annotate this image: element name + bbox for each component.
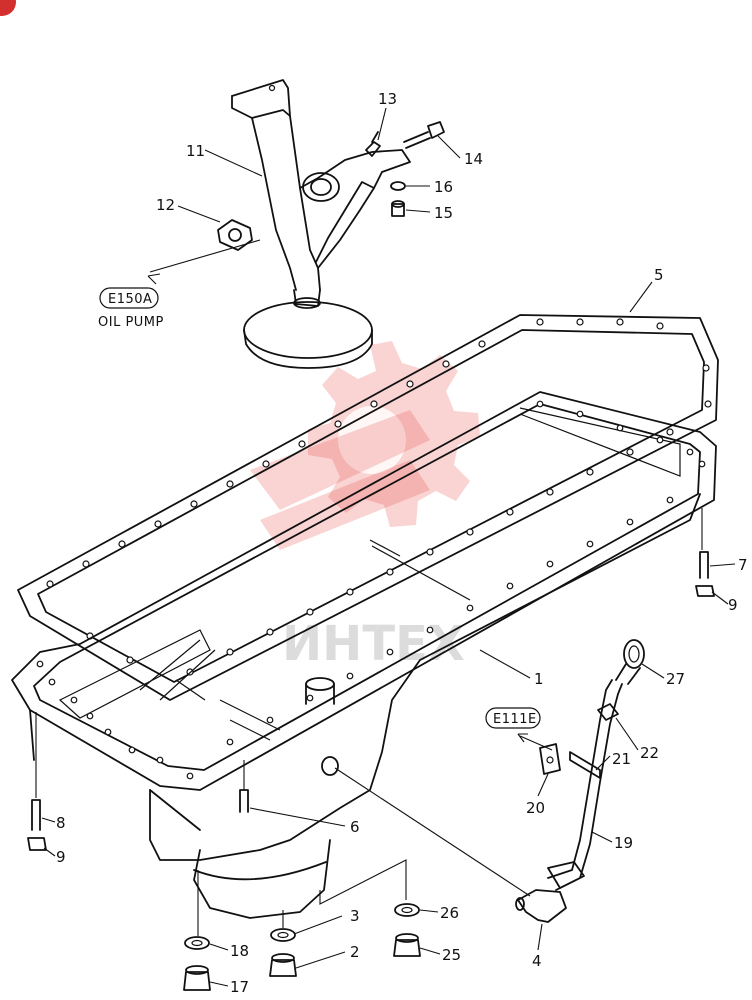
- callout-25: 25: [442, 946, 461, 964]
- ref-e111e-code: E111E: [493, 712, 537, 727]
- callout-13: 13: [378, 90, 397, 108]
- plug-2: [269, 953, 297, 977]
- callout-1: 1: [534, 670, 544, 688]
- dipstick-guide-19: [547, 679, 623, 891]
- nut-9-left: [27, 837, 47, 851]
- leader-15: [405, 209, 431, 213]
- bolt-15: [391, 200, 405, 217]
- ref-oil-pump-box: [99, 287, 159, 309]
- leader-17: [209, 981, 229, 987]
- leader-26: [419, 909, 439, 913]
- ref-e111e-box: [485, 707, 541, 729]
- callout-2: 2: [350, 943, 360, 961]
- callout-21: 21: [612, 750, 631, 768]
- e111e-arrow-line: [519, 735, 553, 751]
- leader-27: [641, 663, 665, 679]
- ref-oil-pump: E150A OIL PUMP: [98, 287, 164, 330]
- leader-22: [615, 717, 639, 751]
- leader-7: [709, 563, 736, 567]
- corner-badge: [0, 0, 16, 16]
- plug-26-axis: [319, 859, 407, 905]
- bolt-22: [597, 703, 619, 721]
- callout-8: 8: [56, 814, 66, 832]
- washer-3: [270, 928, 296, 942]
- callout-14: 14: [464, 150, 483, 168]
- washer-18: [184, 936, 210, 950]
- oil-strainer: [231, 79, 411, 369]
- pan-bolt-holes: [36, 400, 706, 780]
- watermark-text: ИНТЕХ: [282, 616, 465, 672]
- leader-9-right: [711, 591, 729, 605]
- oil-pan: [11, 391, 717, 919]
- ref-oil-pump-code: E150A: [108, 292, 152, 307]
- callout-12: 12: [156, 196, 175, 214]
- callout-26: 26: [440, 904, 459, 922]
- dipstick-27: [615, 639, 645, 685]
- leader-1: [479, 649, 531, 679]
- oil-pan-gasket: [17, 314, 719, 701]
- clip-21: [569, 751, 601, 779]
- gasket-bolt-holes: [46, 318, 712, 676]
- leader-18: [209, 943, 229, 951]
- leader-8: [41, 817, 56, 823]
- callout-5: 5: [654, 266, 664, 284]
- leader-20: [537, 773, 549, 797]
- e111e-arrow-head: [517, 733, 528, 743]
- callout-18: 18: [230, 942, 249, 960]
- leader-4: [537, 923, 543, 951]
- leader-2: [295, 951, 346, 969]
- plug-25: [393, 933, 421, 957]
- callout-11: 11: [186, 142, 205, 160]
- callout-19: 19: [614, 834, 633, 852]
- callout-9-right: 9: [728, 596, 738, 614]
- nut-9-right: [695, 585, 715, 597]
- callout-17: 17: [230, 978, 249, 996]
- leader-25: [419, 947, 441, 955]
- washer-16: [390, 181, 406, 191]
- bolt-13: [365, 131, 381, 157]
- stud-6: [239, 789, 249, 813]
- leader-21: [595, 755, 611, 771]
- oil-pump-arrow-line: [149, 239, 261, 273]
- leader-6: [249, 807, 346, 827]
- bracket-20: [539, 743, 561, 775]
- callout-22: 22: [640, 744, 659, 762]
- callout-15: 15: [434, 204, 453, 222]
- elbow-4: [515, 889, 567, 923]
- leader-13: [377, 107, 387, 141]
- callout-4: 4: [532, 952, 542, 970]
- oil-pump-arrow-head: [147, 273, 161, 285]
- callout-7: 7: [738, 556, 748, 574]
- gasket-12: [217, 219, 253, 251]
- leader-14: [437, 135, 461, 159]
- ref-e111e: E111E: [485, 707, 541, 729]
- callout-6: 6: [350, 818, 360, 836]
- bolt-14: [403, 121, 445, 149]
- leader-9-left: [43, 847, 56, 857]
- watermark-logo: [250, 341, 480, 550]
- callout-16: 16: [434, 178, 453, 196]
- washer-26: [394, 903, 420, 917]
- stud-8: [31, 799, 41, 831]
- plug-17: [183, 965, 211, 991]
- ref-oil-pump-caption: OIL PUMP: [98, 315, 164, 330]
- callout-3: 3: [350, 907, 360, 925]
- callout-27: 27: [666, 670, 685, 688]
- leader-12: [177, 205, 221, 223]
- callout-9-left: 9: [56, 848, 66, 866]
- leader-5: [629, 281, 653, 313]
- callout-20: 20: [526, 799, 545, 817]
- stud-7: [699, 551, 709, 579]
- leader-19: [591, 831, 613, 843]
- elbow-axis-line: [334, 767, 531, 897]
- leader-3: [293, 915, 343, 935]
- leader-11: [204, 149, 263, 177]
